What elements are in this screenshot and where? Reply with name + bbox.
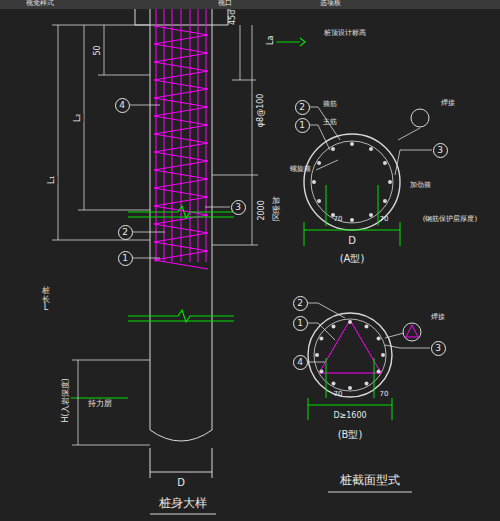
reinforcement-cage [154,9,208,269]
toolbar-strip [0,0,500,9]
section-b [308,313,421,397]
cover-dims [304,185,400,420]
callout-number: 1 [118,251,133,266]
callout-text: 4 [297,358,303,367]
title-underlines [150,492,412,514]
dimension: D [177,477,185,488]
part-name: 焊接 [441,100,455,108]
callout-number: 3 [231,200,246,215]
section-title: (B型) [338,429,363,440]
dimension: H(入岩深度) [62,378,71,422]
dimension: D [348,235,356,246]
section-title: (A型) [340,253,365,264]
callout-number: 3 [433,143,448,158]
dimension: L₁ [47,176,57,185]
elevation-note: 桩顶设计标高 [324,30,366,38]
callout-text: 2 [297,299,303,308]
callout-text: 4 [119,101,125,110]
part-name: 焊接 [431,314,445,322]
callout-text: 1 [297,319,303,328]
part-name: 螺旋箍 [290,166,311,174]
section-a [304,109,429,230]
rebar-note: 加密区 [272,197,280,223]
dimension: La [268,35,277,44]
toolbar-text: 选项板 [320,0,341,8]
callout-text: 3 [235,203,241,212]
dimension: 70 [380,391,389,399]
callout-text: 3 [435,344,441,353]
drawing-title: 桩截面型式 [340,474,400,487]
callout-number: 4 [115,98,130,113]
stratum-note: 持力层 [88,400,112,409]
callout-text: 1 [299,121,305,130]
callout-number: 2 [118,225,133,240]
callout-text: 2 [122,228,128,237]
toolbar-text: 视口 [218,0,232,8]
dimension-lines [52,9,258,445]
dimension: 桩长L [42,287,50,313]
dimension: 70 [334,216,343,224]
callout-number: 3 [431,341,446,356]
break-symbols [70,38,305,398]
dimension: 50 [94,45,103,55]
pile-outline [135,9,228,478]
callout-number: 2 [293,296,308,311]
callout-number: 4 [293,355,308,370]
callout-number: 1 [293,316,308,331]
part-name: 箍筋 [323,101,337,109]
leader-lines [130,105,432,362]
callout-text: 2 [299,103,305,112]
callout-number: 2 [295,100,310,115]
dimension: D≥1600 [333,412,366,421]
dimension: 2000 [258,200,267,220]
drawing-title: 桩身大样 [159,497,207,510]
dimension: 70 [380,216,389,224]
note: (钢筋保护层厚度) [423,216,477,224]
dimension: L₂ [73,114,83,123]
part-name: 主筋 [323,119,337,127]
callout-number: 1 [295,118,310,133]
main-bars [312,142,392,390]
dimension: 45d [230,9,239,24]
toolbar-text: 视觉样式 [26,0,54,8]
rebar-note: φ8@100 [258,93,267,127]
part-name: 加劲箍 [410,182,431,190]
callout-text: 1 [122,254,128,263]
callout-text: 3 [437,146,443,155]
dimension: 70 [334,391,343,399]
